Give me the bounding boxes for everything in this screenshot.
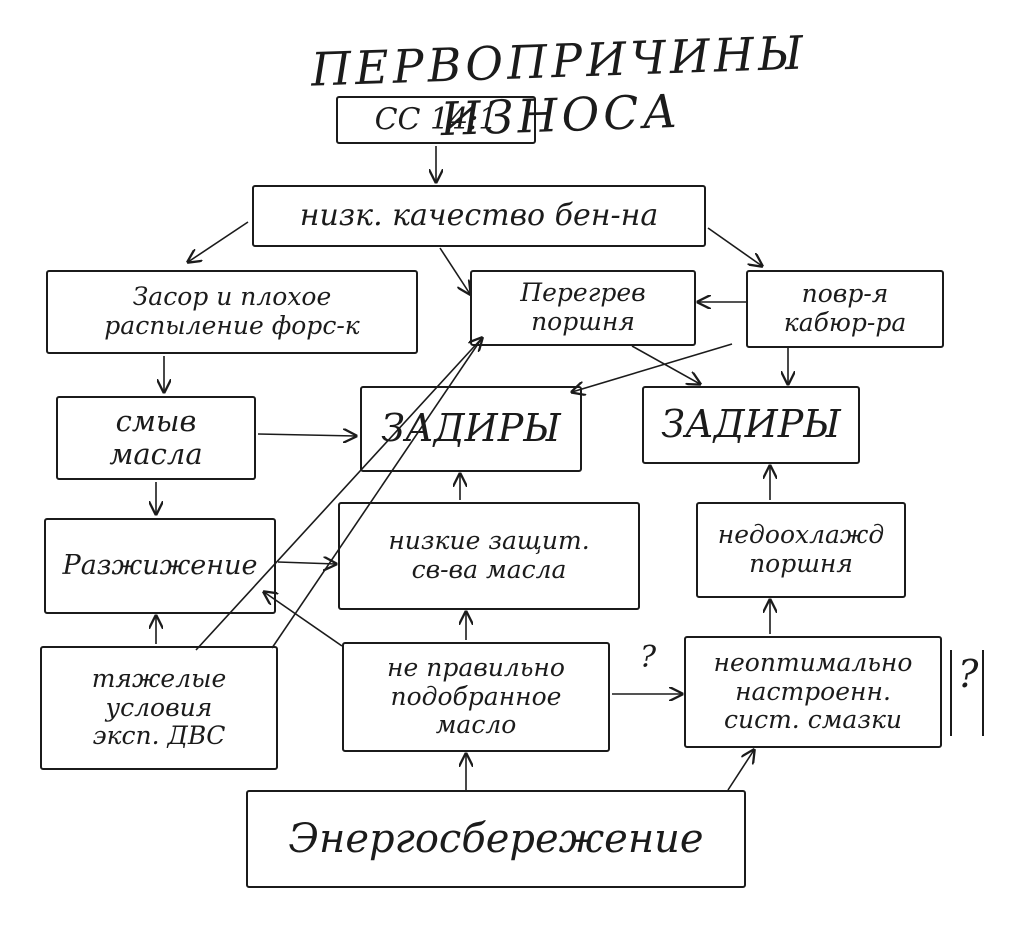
edge-fuel-to-overheat [439, 247, 470, 294]
node-piston-overheat: Перегрев поршня [470, 270, 696, 346]
edge-carb-to-scoring1 [572, 343, 733, 392]
edge-fuel-to-injector [188, 221, 249, 262]
question-bracket [950, 650, 984, 736]
node-piston-overheat-label: Перегрев поршня [520, 278, 646, 336]
node-low-protective-properties-label: низкие защит. св-ва масла [388, 526, 590, 584]
edge-overheat-to-scoring2 [631, 345, 700, 384]
question-mark-1: ? [640, 640, 657, 675]
edge-energy-to-lube [727, 750, 754, 791]
node-heavy-conditions: тяжелые условия эксп. ДВС [40, 646, 278, 770]
node-damaged-carburetor: повр-я кабюр-ра [746, 270, 944, 348]
node-injector-clog: Засор и плохое распыление форс-к [46, 270, 418, 354]
node-oil-washoff: смыв масла [56, 396, 256, 480]
node-low-quality-fuel: низк. качество бен-на [252, 185, 706, 247]
node-lube-system: неоптимально настроенн. сист. смазки [684, 636, 942, 748]
node-injector-clog-label: Засор и плохое распыление форс-к [104, 282, 360, 340]
edge-washoff-to-scoring1 [257, 434, 356, 436]
node-damaged-carburetor-label: повр-я кабюр-ра [783, 279, 907, 337]
node-wrong-oil: не правильно подобранное масло [342, 642, 610, 752]
node-scoring-2: ЗАДИРЫ [642, 386, 860, 464]
node-oil-washoff-label: смыв масла [109, 403, 203, 471]
question-mark-2: ? [958, 652, 979, 696]
edge-dilution-to-protective [277, 562, 336, 564]
node-heavy-conditions-label: тяжелые условия эксп. ДВС [91, 663, 227, 751]
node-wrong-oil-label: не правильно подобранное масло [387, 652, 565, 740]
node-lube-system-label: неоптимально настроенн. сист. смазки [713, 647, 913, 735]
node-low-protective-properties: низкие защит. св-ва масла [338, 502, 640, 610]
edge-fuel-to-carb [707, 227, 762, 266]
node-dilution: Разжижение [44, 518, 276, 614]
node-piston-undercooling-label: недоохлажд поршня [717, 520, 885, 578]
node-scoring-1: ЗАДИРЫ [360, 386, 582, 472]
node-energy-saving: Энергосбережение [246, 790, 746, 888]
node-piston-undercooling: недоохлажд поршня [696, 502, 906, 598]
node-cc14: СС 14:1 [336, 96, 536, 144]
